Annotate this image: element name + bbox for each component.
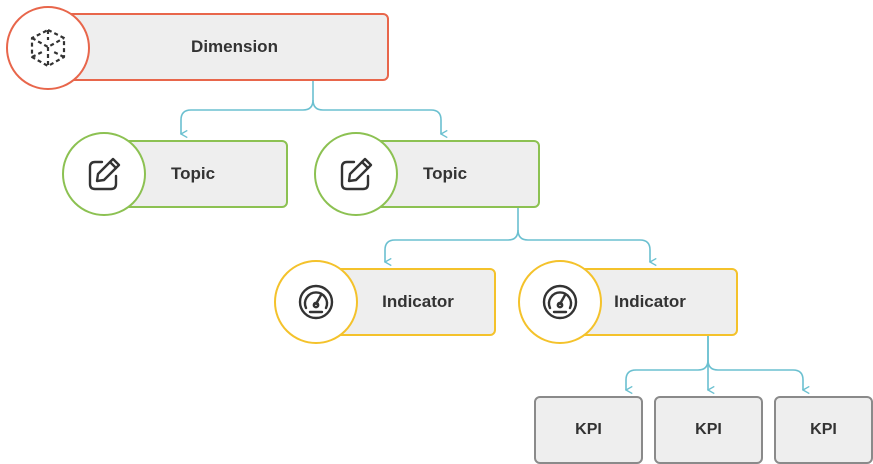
indicator-label-1: Indicator (382, 292, 454, 311)
kpi-label-1: KPI (575, 421, 602, 438)
dimension-label: Dimension (191, 37, 278, 56)
connector-dimension-topic-1 (181, 80, 314, 134)
topic-icon-circle-1 (62, 132, 146, 216)
kpi-label-2: KPI (695, 421, 722, 438)
gauge-icon (298, 284, 334, 320)
cube-icon (30, 28, 66, 68)
kpi-card-1: KPI (534, 396, 643, 464)
dimension-icon-circle (6, 6, 90, 90)
topic-label-2: Topic (422, 164, 468, 183)
topic-icon-circle-2 (314, 132, 398, 216)
kpi-card-3: KPI (774, 396, 873, 464)
edit-pencil-icon (88, 157, 121, 191)
kpi-card-2: KPI (654, 396, 763, 464)
connector-topic-indicator-1 (385, 208, 519, 262)
indicator-icon-circle-1 (274, 260, 358, 344)
topic-label-1: Topic (170, 164, 216, 183)
dimension-card: Dimension (40, 13, 389, 81)
connector-topic-indicator-2 (517, 229, 650, 262)
indicator-label-2: Indicator (614, 292, 686, 311)
connector-indicator-kpi-1 (626, 336, 709, 390)
connector-indicator-kpi-3 (707, 359, 803, 390)
indicator-icon-circle-2 (518, 260, 602, 344)
edit-pencil-icon (340, 157, 373, 191)
connector-dimension-topic-2 (312, 99, 441, 134)
gauge-icon (542, 284, 578, 320)
kpi-label-3: KPI (810, 421, 837, 438)
